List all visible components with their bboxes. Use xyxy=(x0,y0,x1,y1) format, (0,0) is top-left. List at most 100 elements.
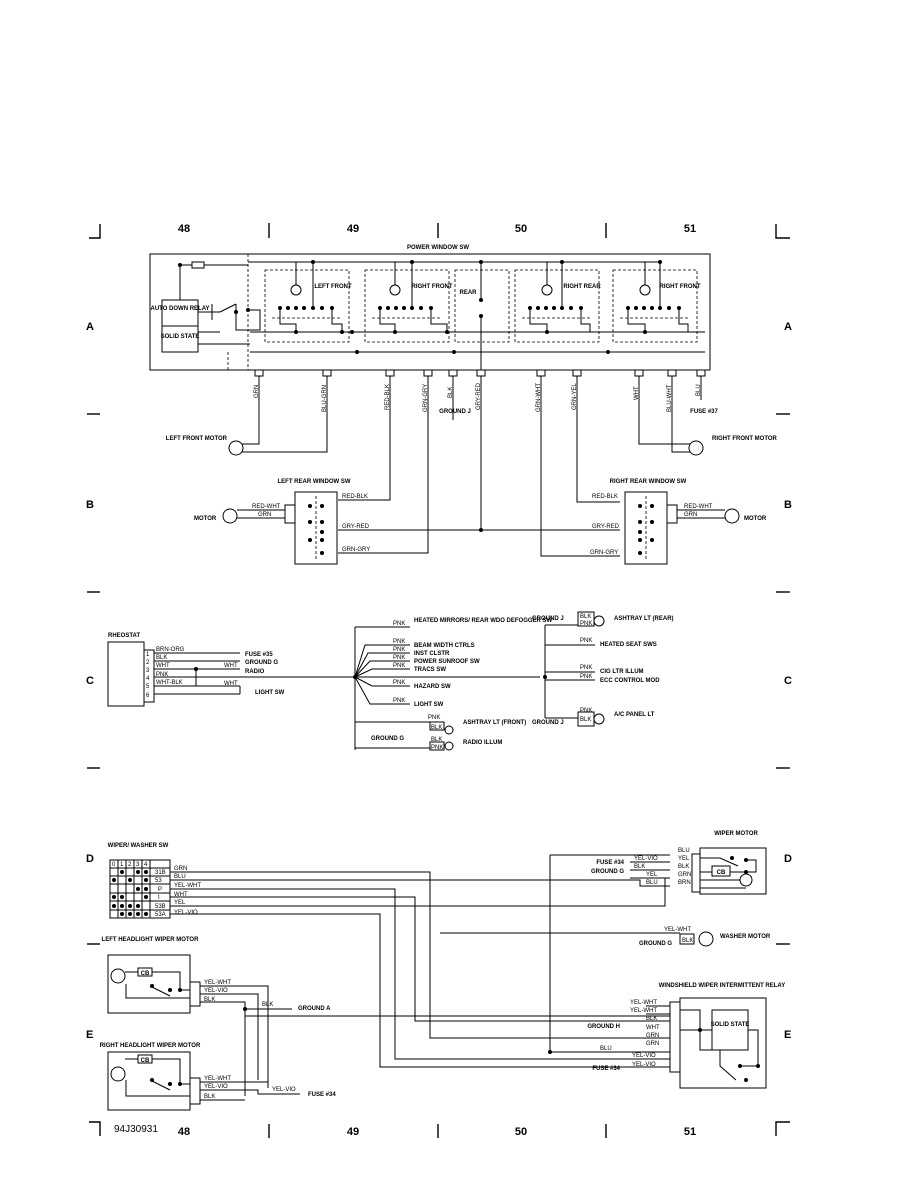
wire-grn-gry: GRN-GRY xyxy=(423,384,429,412)
right-hl-title: RIGHT HEADLIGHT WIPER MOTOR xyxy=(100,1043,201,1049)
pin-1: 1 xyxy=(146,652,150,658)
rheostat-title: RHEOSTAT xyxy=(108,633,140,639)
column-label-48-bottom: 48 xyxy=(178,1126,190,1138)
rheostat-section: RHEOSTAT 1 2 3 4 5 6 BRN-ORG BLK WHT PNK… xyxy=(107,611,674,751)
left-front-label: LEFT FRONT xyxy=(314,284,352,290)
column-label-50-bottom: 50 xyxy=(515,1126,527,1138)
column-label-49: 49 xyxy=(347,223,359,235)
ashtray-rear-label: ASHTRAY LT (REAR) xyxy=(614,616,674,622)
wiper-wiring xyxy=(170,854,670,1068)
washer-yel-wht: YEL-WHT xyxy=(664,927,691,933)
wsw-col-3: 3 xyxy=(136,862,140,868)
wm-wire-blu: BLU xyxy=(678,848,690,854)
row-label-d: D xyxy=(86,853,94,865)
wsw-row-53: 53 xyxy=(155,878,162,884)
row-label-a-right: A xyxy=(784,321,792,333)
ground-g-label: GROUND G xyxy=(245,660,278,666)
relay-wire-yel-wht-2: YEL-WHT xyxy=(630,1008,657,1014)
washer-motor-label: WASHER MOTOR xyxy=(720,934,771,940)
row-label-b: B xyxy=(86,499,94,511)
right-front-motor-label: RIGHT FRONT MOTOR xyxy=(712,436,778,442)
relay-title: WINDSHIELD WIPER INTERMITTENT RELAY xyxy=(659,983,785,989)
wire-blu-wht: BLU-WHT xyxy=(667,384,673,412)
illum-inst-clstr: INST CLSTR xyxy=(414,651,450,657)
wsw-wire-yel: YEL xyxy=(174,900,186,906)
right-headlight-wiper-motor: RIGHT HEADLIGHT WIPER MOTOR CB YEL-WHT Y… xyxy=(100,1043,336,1111)
auto-down-relay-label: AUTO DOWN RELAY xyxy=(150,306,209,312)
wire-gry-red: GRY-RED xyxy=(476,382,482,410)
right-rear-window-switch: RIGHT REAR WINDOW SW MOTOR RED-BLK GRY-R… xyxy=(590,479,767,565)
power-window-connectors xyxy=(254,369,706,377)
ashtray-rear-blk: BLK xyxy=(580,614,591,620)
illum-heated-mirrors: HEATED MIRRORS/ REAR WDO DEFOGGER SW xyxy=(414,618,553,624)
wire-blu: BLU xyxy=(696,384,702,396)
row-label-c-right: C xyxy=(784,675,792,687)
left-headlight-wiper-motor: LEFT HEADLIGHT WIPER MOTOR CB YEL-WHT YE… xyxy=(102,937,269,1096)
relay-wire-wht: WHT xyxy=(646,1025,660,1031)
cig-pnk: PNK xyxy=(580,665,592,671)
wm-left-yel: YEL xyxy=(646,872,658,878)
wiper-washer-switch: WIPER/ WASHER SW 0 1 2 3 4 31B 53 P I 53… xyxy=(108,843,201,919)
heated-seat-pnk: PNK xyxy=(580,638,592,644)
wsw-col-4: 4 xyxy=(144,862,148,868)
relay-solid-state: SOLID STATE xyxy=(711,1022,750,1028)
ecc-pnk: PNK xyxy=(580,674,592,680)
pin-3: 3 xyxy=(146,668,150,674)
illum-power-sunroof: POWER SUNROOF SW xyxy=(414,659,480,665)
power-window-wires xyxy=(228,376,704,557)
row-label-e: E xyxy=(86,1029,93,1041)
left-rear-window-switch: LEFT REAR WINDOW SW MOTOR RED-WHT GRN RE… xyxy=(194,479,370,565)
left-hl-title: LEFT HEADLIGHT WIPER MOTOR xyxy=(102,937,200,943)
wire-blu-grn: BLU-GRN xyxy=(322,385,328,412)
rhl-wire-yel-wht: YEL-WHT xyxy=(204,1076,231,1082)
wsw-col-0: 0 xyxy=(112,862,116,868)
solid-state-label: SOLID STATE xyxy=(161,334,200,340)
rh-wire-wht-blk: WHT-BLK xyxy=(156,680,183,686)
wiper-motor-cb: CB xyxy=(717,870,726,876)
fuse-35-label: FUSE #35 xyxy=(245,652,273,658)
fuse-34-top-label: FUSE #34 xyxy=(596,860,624,866)
right-front-label: RIGHT FRONT xyxy=(412,284,453,290)
rh-wire-pnk: PNK xyxy=(156,672,168,678)
relay-wire-grn-1: GRN xyxy=(646,1033,659,1039)
relay-wire-yel-vio-1: YEL-VIO xyxy=(632,1053,656,1059)
wsw-wire-grn: GRN xyxy=(174,866,187,872)
wsw-col-2: 2 xyxy=(128,862,132,868)
right-front-2-label: RIGHT FRONT xyxy=(660,284,701,290)
rr-wire-grn: GRN xyxy=(684,512,697,518)
relay-wire-grn-2: GRN xyxy=(646,1041,659,1047)
rh-wht-3: WHT xyxy=(224,681,238,687)
wsw-row-p: P xyxy=(158,887,162,893)
row-label-d-right: D xyxy=(784,853,792,865)
wsw-row-53b: 53B xyxy=(155,904,166,910)
rhl-wire-yel-vio: YEL-VIO xyxy=(204,1084,228,1090)
ground-j-ac-label: GROUND J xyxy=(532,720,564,726)
light-sw-label: LIGHT SW xyxy=(255,690,285,696)
right-hl-cb: CB xyxy=(141,1058,150,1064)
left-front-motor-label: LEFT FRONT MOTOR xyxy=(166,436,228,442)
radio-label: RADIO xyxy=(245,669,265,675)
wsw-wire-blu: BLU xyxy=(174,874,186,880)
heated-seat-label: HEATED SEAT SWS xyxy=(600,642,657,648)
rr-wire-grn-gry: GRN-GRY xyxy=(590,550,618,556)
rh-wht-2: WHT xyxy=(224,663,238,669)
column-label-48: 48 xyxy=(178,223,190,235)
ashtray-blk: BLK xyxy=(431,725,442,731)
wm-left-blu: BLU xyxy=(646,880,658,886)
lr-wire-grn-gry: GRN-GRY xyxy=(342,547,370,553)
rr-wire-red-blk: RED-BLK xyxy=(592,494,618,500)
wm-wire-brn: BRN xyxy=(678,880,691,886)
fuse-37-label: FUSE #37 xyxy=(690,409,718,415)
wiper-ground-g-label: GROUND G xyxy=(591,869,624,875)
column-label-49-bottom: 49 xyxy=(347,1126,359,1138)
rh-wire-brn-org: BRN-ORG xyxy=(156,647,185,653)
illum-hazard: HAZARD SW xyxy=(414,684,451,690)
fuse34-yel-vio: YEL-VIO xyxy=(272,1087,296,1093)
right-rear-title: RIGHT REAR WINDOW SW xyxy=(610,479,687,485)
ashtray-front-label: ASHTRAY LT (FRONT) xyxy=(463,720,526,726)
washer-motor: YEL-WHT BLK GROUND G WASHER MOTOR xyxy=(440,927,771,947)
power-window-title: POWER WINDOW SW xyxy=(407,245,469,251)
intermittent-relay: WINDSHIELD WIPER INTERMITTENT RELAY SOLI… xyxy=(587,983,785,1089)
right-rear-label: RIGHT REAR xyxy=(563,284,601,290)
